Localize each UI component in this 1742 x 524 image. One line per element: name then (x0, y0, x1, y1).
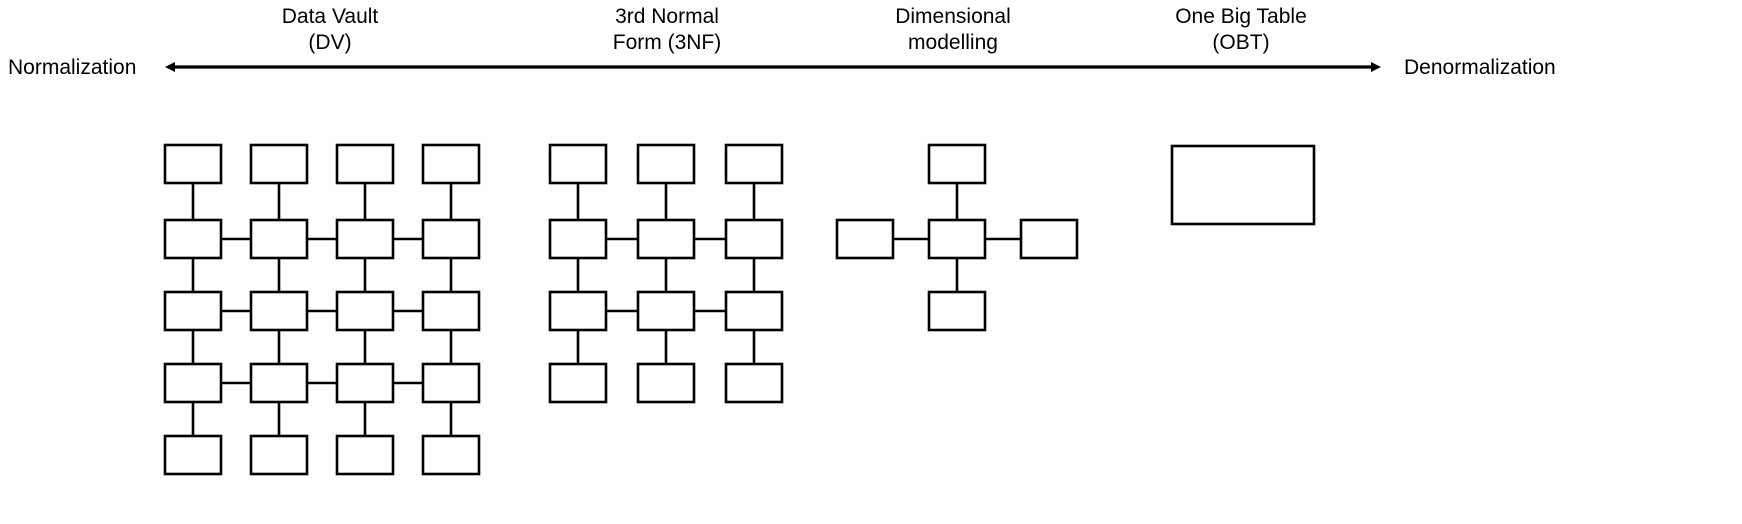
obt-table-box[interactable] (1170, 144, 1316, 226)
star-connectors (893, 183, 1021, 294)
nf3-table-box[interactable] (548, 218, 608, 260)
stage-label-third-normal-form: 3rd Normal Form (3NF) (567, 4, 767, 56)
stage-label-dim-line1: Dimensional (895, 5, 1011, 28)
dv-table-box[interactable] (163, 290, 223, 332)
dv-table-box[interactable] (335, 362, 395, 404)
stage-label-data-vault: Data Vault (DV) (230, 4, 430, 56)
model-third-normal-form (548, 143, 784, 404)
dv-table-box[interactable] (421, 143, 481, 185)
dv-vertical-connectors (191, 183, 453, 438)
model-one-big-table (1170, 144, 1316, 226)
dv-table-box[interactable] (249, 218, 309, 260)
stage-label-3nf-line2: Form (3NF) (612, 31, 722, 54)
nf3-table-box[interactable] (636, 362, 696, 404)
fact-table-box[interactable] (927, 218, 987, 260)
stage-label-data-vault-line2: (DV) (308, 31, 352, 54)
dv-table-box[interactable] (421, 434, 481, 476)
dimension-table-box-top[interactable] (927, 143, 987, 185)
dv-table-box[interactable] (163, 143, 223, 185)
stage-label-dimensional-modelling: Dimensional modelling (853, 4, 1053, 56)
nf3-table-box[interactable] (724, 143, 784, 185)
stage-label-3nf-line1: 3rd Normal (615, 5, 719, 28)
nf3-vertical-connectors (576, 183, 756, 366)
dimension-table-box-right[interactable] (1019, 218, 1079, 260)
nf3-table-box[interactable] (548, 290, 608, 332)
nf3-table-box[interactable] (548, 143, 608, 185)
nf3-horizontal-connectors (606, 237, 726, 313)
dv-table-box[interactable] (163, 362, 223, 404)
dv-table-box[interactable] (249, 362, 309, 404)
stage-label-one-big-table: One Big Table (OBT) (1141, 4, 1341, 56)
nf3-table-box[interactable] (548, 362, 608, 404)
dv-table-box[interactable] (163, 218, 223, 260)
model-data-vault (163, 143, 481, 476)
stage-label-data-vault-line1: Data Vault (281, 5, 379, 28)
nf3-table-box[interactable] (636, 218, 696, 260)
axis-label-normalization: Normalization (8, 56, 137, 79)
dv-table-box[interactable] (249, 434, 309, 476)
dv-table-box[interactable] (421, 362, 481, 404)
nf3-table-box[interactable] (724, 290, 784, 332)
nf3-table-box[interactable] (724, 362, 784, 404)
dimension-table-box-bottom[interactable] (927, 290, 987, 332)
dv-table-box[interactable] (163, 434, 223, 476)
dv-table-box[interactable] (335, 218, 395, 260)
model-dimensional-modelling (835, 143, 1079, 332)
stage-label-dim-line2: modelling (908, 31, 998, 54)
dimension-table-box-left[interactable] (835, 218, 895, 260)
dv-table-box[interactable] (335, 143, 395, 185)
nf3-table-box[interactable] (636, 290, 696, 332)
nf3-table-box[interactable] (724, 218, 784, 260)
dv-table-box[interactable] (249, 143, 309, 185)
dv-table-box[interactable] (421, 290, 481, 332)
dv-table-box[interactable] (421, 218, 481, 260)
dv-horizontal-connectors (221, 237, 423, 385)
dv-table-box[interactable] (249, 290, 309, 332)
nf3-table-box[interactable] (636, 143, 696, 185)
dv-table-box[interactable] (335, 434, 395, 476)
stage-label-obt-line1: One Big Table (1175, 5, 1307, 28)
axis-label-denormalization: Denormalization (1404, 56, 1556, 79)
dv-table-box[interactable] (335, 290, 395, 332)
stage-label-obt-line2: (OBT) (1212, 31, 1270, 54)
